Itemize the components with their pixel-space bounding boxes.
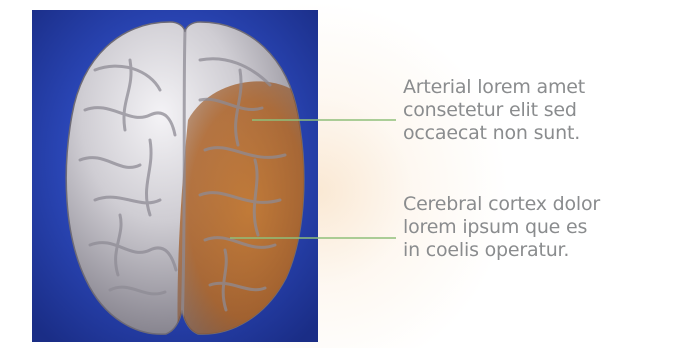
callout-cortex-line-1: Cerebral cortex dolor [403, 193, 673, 216]
callout-cerebral-cortex: Cerebral cortex dolor lorem ipsum que es… [403, 193, 673, 262]
callout-arterial-line-3: occaecat non sunt. [403, 122, 673, 145]
callout-arterial-line-2: consetetur elit sed [403, 99, 673, 122]
callout-cortex-line-2: lorem ipsum que es [403, 216, 673, 239]
callout-arterial: Arterial lorem amet consetetur elit sed … [403, 76, 673, 145]
callout-arterial-line-1: Arterial lorem amet [403, 76, 673, 99]
callout-cortex-line-3: in coelis operatur. [403, 239, 673, 262]
